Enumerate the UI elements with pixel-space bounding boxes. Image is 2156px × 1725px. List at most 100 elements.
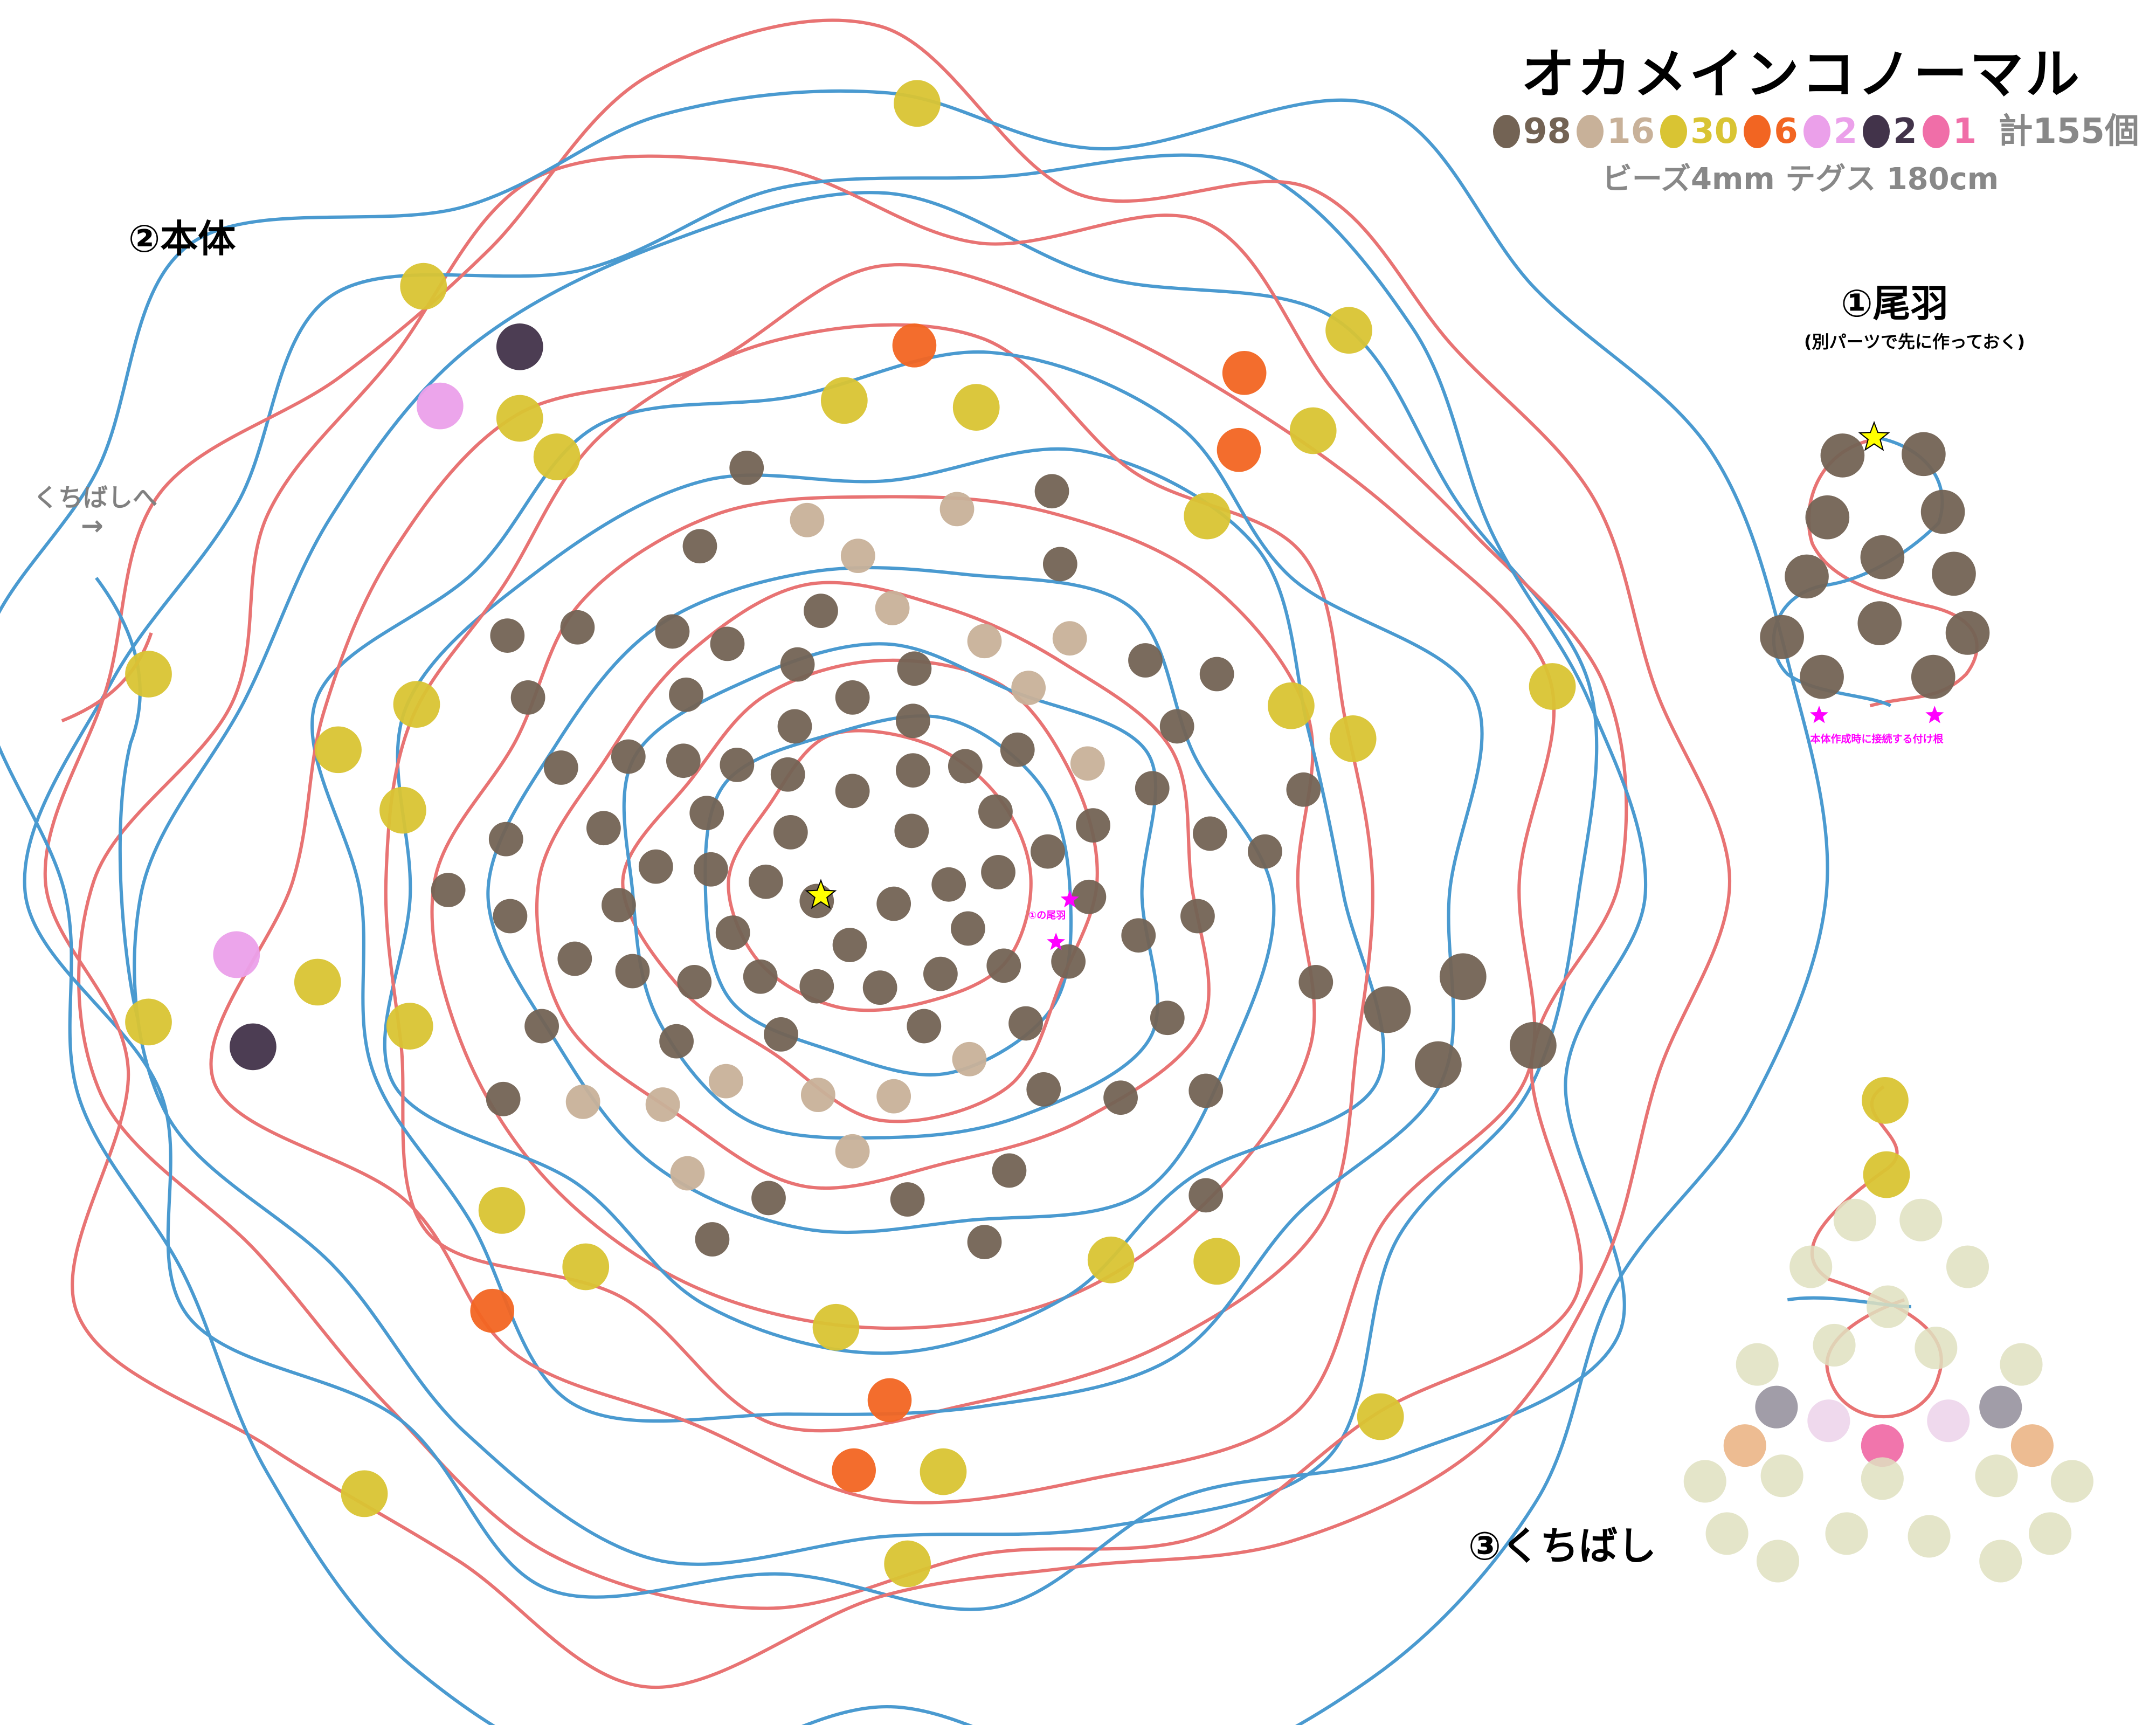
bead-brown xyxy=(638,849,673,884)
bead-yellow xyxy=(1184,492,1231,540)
beak-bead-pale-lilac xyxy=(1807,1399,1850,1443)
bead-orange xyxy=(1222,351,1267,395)
red-thread xyxy=(727,729,1033,1012)
bead-brown xyxy=(488,822,523,857)
bead-brown xyxy=(948,749,983,784)
bead-brown xyxy=(876,886,911,921)
beak-bead-peach xyxy=(2010,1424,2054,1467)
bead-brown xyxy=(1008,1006,1043,1041)
bead-brown xyxy=(560,610,595,645)
bead-brown xyxy=(978,794,1013,829)
bead-brown xyxy=(486,1081,521,1116)
beak-bead-pink xyxy=(1861,1424,1904,1467)
attach-star-icon xyxy=(1925,706,1944,723)
legend-count-lilac: 2 xyxy=(1833,112,1858,151)
bead-yellow xyxy=(341,1470,388,1517)
stars xyxy=(805,420,1944,950)
bead-brown xyxy=(967,1225,1002,1259)
bead-brown xyxy=(689,796,724,831)
bead-brown xyxy=(923,956,958,991)
bead-tan xyxy=(1070,746,1105,781)
bead-brown xyxy=(1150,1000,1185,1036)
bead-brown xyxy=(524,1009,559,1044)
bead-brown xyxy=(992,1153,1027,1188)
bead-orange xyxy=(892,323,937,368)
bead-yellow xyxy=(393,681,440,728)
bead-brown xyxy=(770,757,805,792)
legend-swatch-orange xyxy=(1744,115,1771,148)
beak-bead-pale xyxy=(1825,1512,1868,1555)
bead-brown xyxy=(1051,944,1086,979)
bead-brown xyxy=(720,747,755,782)
start-star-icon xyxy=(1858,420,1890,451)
total-count: 計155個 xyxy=(1998,112,2139,151)
bead-tan xyxy=(1011,671,1046,705)
bead-brown xyxy=(586,811,621,846)
bead-brown xyxy=(894,813,929,848)
tail-subtitle: (別パーツで先に作っておく) xyxy=(1803,332,2026,352)
beak-bead-pale xyxy=(1899,1198,1943,1241)
bead-brown xyxy=(557,941,592,976)
bead-brown xyxy=(493,899,528,934)
bead-yellow xyxy=(1193,1238,1241,1285)
bead-yellow xyxy=(386,1003,433,1050)
bead-brown xyxy=(1026,1072,1061,1107)
red-thread xyxy=(209,263,1556,1505)
bead-brown xyxy=(1000,732,1035,767)
bead-brown xyxy=(729,450,764,485)
attach-star-icon xyxy=(1060,890,1079,908)
color-legend: 98 16 30 6 2 2 1 計155個 xyxy=(1493,114,2139,149)
tail-attach-note: 本体作成時に接続する付け根 xyxy=(1810,733,1944,745)
beak-bead-pale xyxy=(1813,1323,1856,1367)
bead-yellow xyxy=(478,1187,526,1234)
beak-bead-grey xyxy=(1979,1385,2022,1429)
bead-brown xyxy=(931,867,966,902)
bead-brown xyxy=(682,529,717,564)
bead-brown xyxy=(1193,816,1227,851)
bead-tan xyxy=(645,1087,680,1122)
bead-yellow xyxy=(920,1448,967,1495)
bead-brown xyxy=(981,854,1015,889)
bead-brown xyxy=(1030,834,1065,869)
bead-tan xyxy=(876,1079,911,1114)
bead-brown xyxy=(1135,771,1170,806)
bead-brown xyxy=(659,1024,694,1059)
bead-brown xyxy=(764,1017,798,1052)
bead-brown xyxy=(951,911,985,946)
bead-yellow xyxy=(1529,663,1576,710)
tail-bead-brown xyxy=(1760,615,1804,659)
bead-brown xyxy=(615,954,650,989)
bead-brown xyxy=(543,750,578,785)
bead-dark-purple xyxy=(230,1023,277,1071)
tail-bead-brown xyxy=(1857,601,1902,645)
bead-tan xyxy=(790,502,825,537)
bead-yellow xyxy=(952,384,1000,431)
blue-thread xyxy=(0,89,1829,1725)
legend-swatch-brown xyxy=(1493,115,1520,148)
bead-brown xyxy=(895,753,930,788)
bead-brown xyxy=(677,965,712,999)
beads xyxy=(125,80,2093,1588)
bead-brown xyxy=(715,915,750,950)
red-thread xyxy=(61,632,153,723)
bead-brown xyxy=(1034,474,1069,509)
legend-swatch-yellow xyxy=(1660,115,1688,148)
legend-count-tan: 16 xyxy=(1607,112,1655,151)
blue-thread xyxy=(486,565,1276,1234)
beak-bead-pale-lilac xyxy=(1927,1399,1970,1443)
bead-brown xyxy=(897,651,932,686)
tail-bead-brown xyxy=(1920,489,1965,534)
bead-brown xyxy=(832,928,867,962)
to-beak-label: くちばしへ xyxy=(33,483,157,512)
bead-yellow xyxy=(820,377,868,424)
tail-bead-brown xyxy=(1945,611,1990,655)
bead-dark-purple xyxy=(496,323,543,370)
blue-thread xyxy=(23,153,1648,1611)
legend-swatch-dark-purple xyxy=(1863,115,1890,148)
bead-brown xyxy=(1121,918,1156,953)
bead-brown xyxy=(777,709,812,744)
attach-star-icon xyxy=(1047,933,1066,950)
attach-star-icon xyxy=(1810,706,1828,723)
beak-bead-pale xyxy=(1946,1245,1989,1288)
